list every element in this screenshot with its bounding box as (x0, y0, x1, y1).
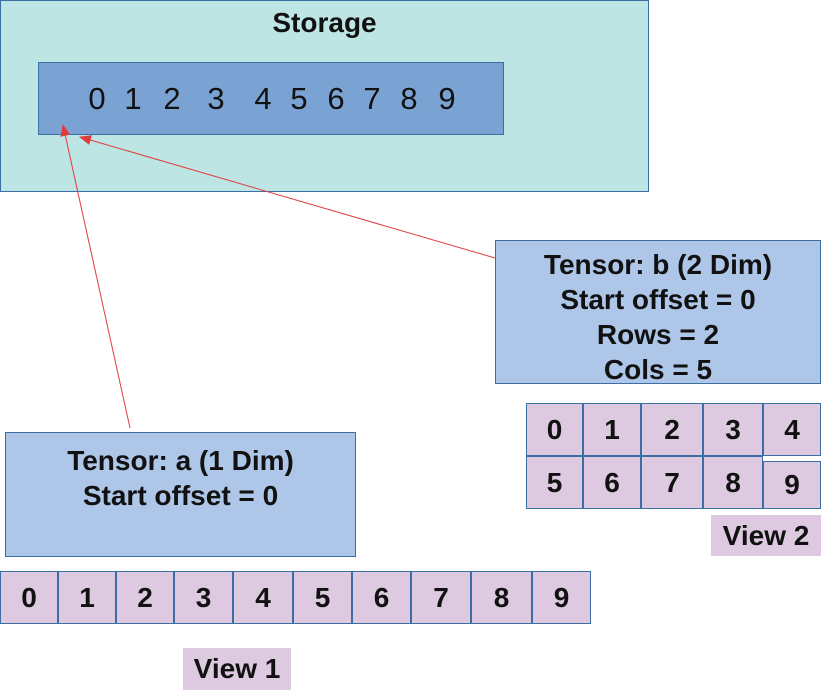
storage-value: 5 (290, 81, 308, 116)
view1-cell: 9 (532, 571, 591, 624)
view2-cell: 8 (703, 456, 763, 509)
tensor-b-cols: Cols = 5 (603, 354, 713, 385)
view2-cell: 0 (526, 403, 583, 456)
view2-cell: 1 (583, 403, 641, 456)
storage-value: 4 (254, 81, 272, 116)
tensor-a-offset: Start offset = 0 (82, 480, 279, 511)
storage-value: 0 (88, 81, 106, 116)
view1-cell: 2 (116, 571, 174, 624)
storage-value: 6 (327, 81, 345, 116)
tensor-a-title: Tensor: a (1 Dim) (67, 445, 294, 476)
tensor-b-rows: Rows = 2 (596, 319, 720, 350)
tensor-b-box: Tensor: b (2 Dim) Start offset = 0 Rows … (495, 240, 821, 385)
view1-cell: 4 (233, 571, 293, 624)
storage-value: 3 (207, 81, 225, 116)
view1-cell: 5 (293, 571, 352, 624)
view2-cell: 2 (641, 403, 703, 456)
view1-cell: 7 (411, 571, 471, 624)
view1-label: View 1 (183, 648, 291, 690)
view2-cell: 7 (641, 456, 703, 509)
arrow-a-to-storage (60, 124, 131, 429)
view2-cell: 4 (763, 403, 821, 456)
storage-value: 9 (438, 81, 456, 116)
view2-label: View 2 (711, 515, 821, 556)
tensor-b-title: Tensor: b (2 Dim) (543, 249, 773, 280)
view2-cell: 6 (583, 456, 641, 509)
view2-cell: 5 (526, 456, 583, 509)
storage-title: Storage (272, 7, 377, 38)
view1-cell: 3 (174, 571, 233, 624)
storage-value: 2 (163, 81, 181, 116)
storage-value: 1 (124, 81, 142, 116)
storage-value: 8 (400, 81, 418, 116)
view1-cell: 0 (0, 571, 58, 624)
view2-cell: 3 (703, 403, 763, 456)
view2-cell: 9 (763, 461, 821, 509)
tensor-a-box: Tensor: a (1 Dim) Start offset = 0 (5, 432, 356, 557)
view1-cell: 8 (471, 571, 532, 624)
tensor-b-offset: Start offset = 0 (560, 284, 756, 315)
view1-cell: 6 (352, 571, 411, 624)
storage-value: 7 (363, 81, 381, 116)
view1-cell: 1 (58, 571, 116, 624)
arrow-b-to-storage (79, 135, 496, 259)
